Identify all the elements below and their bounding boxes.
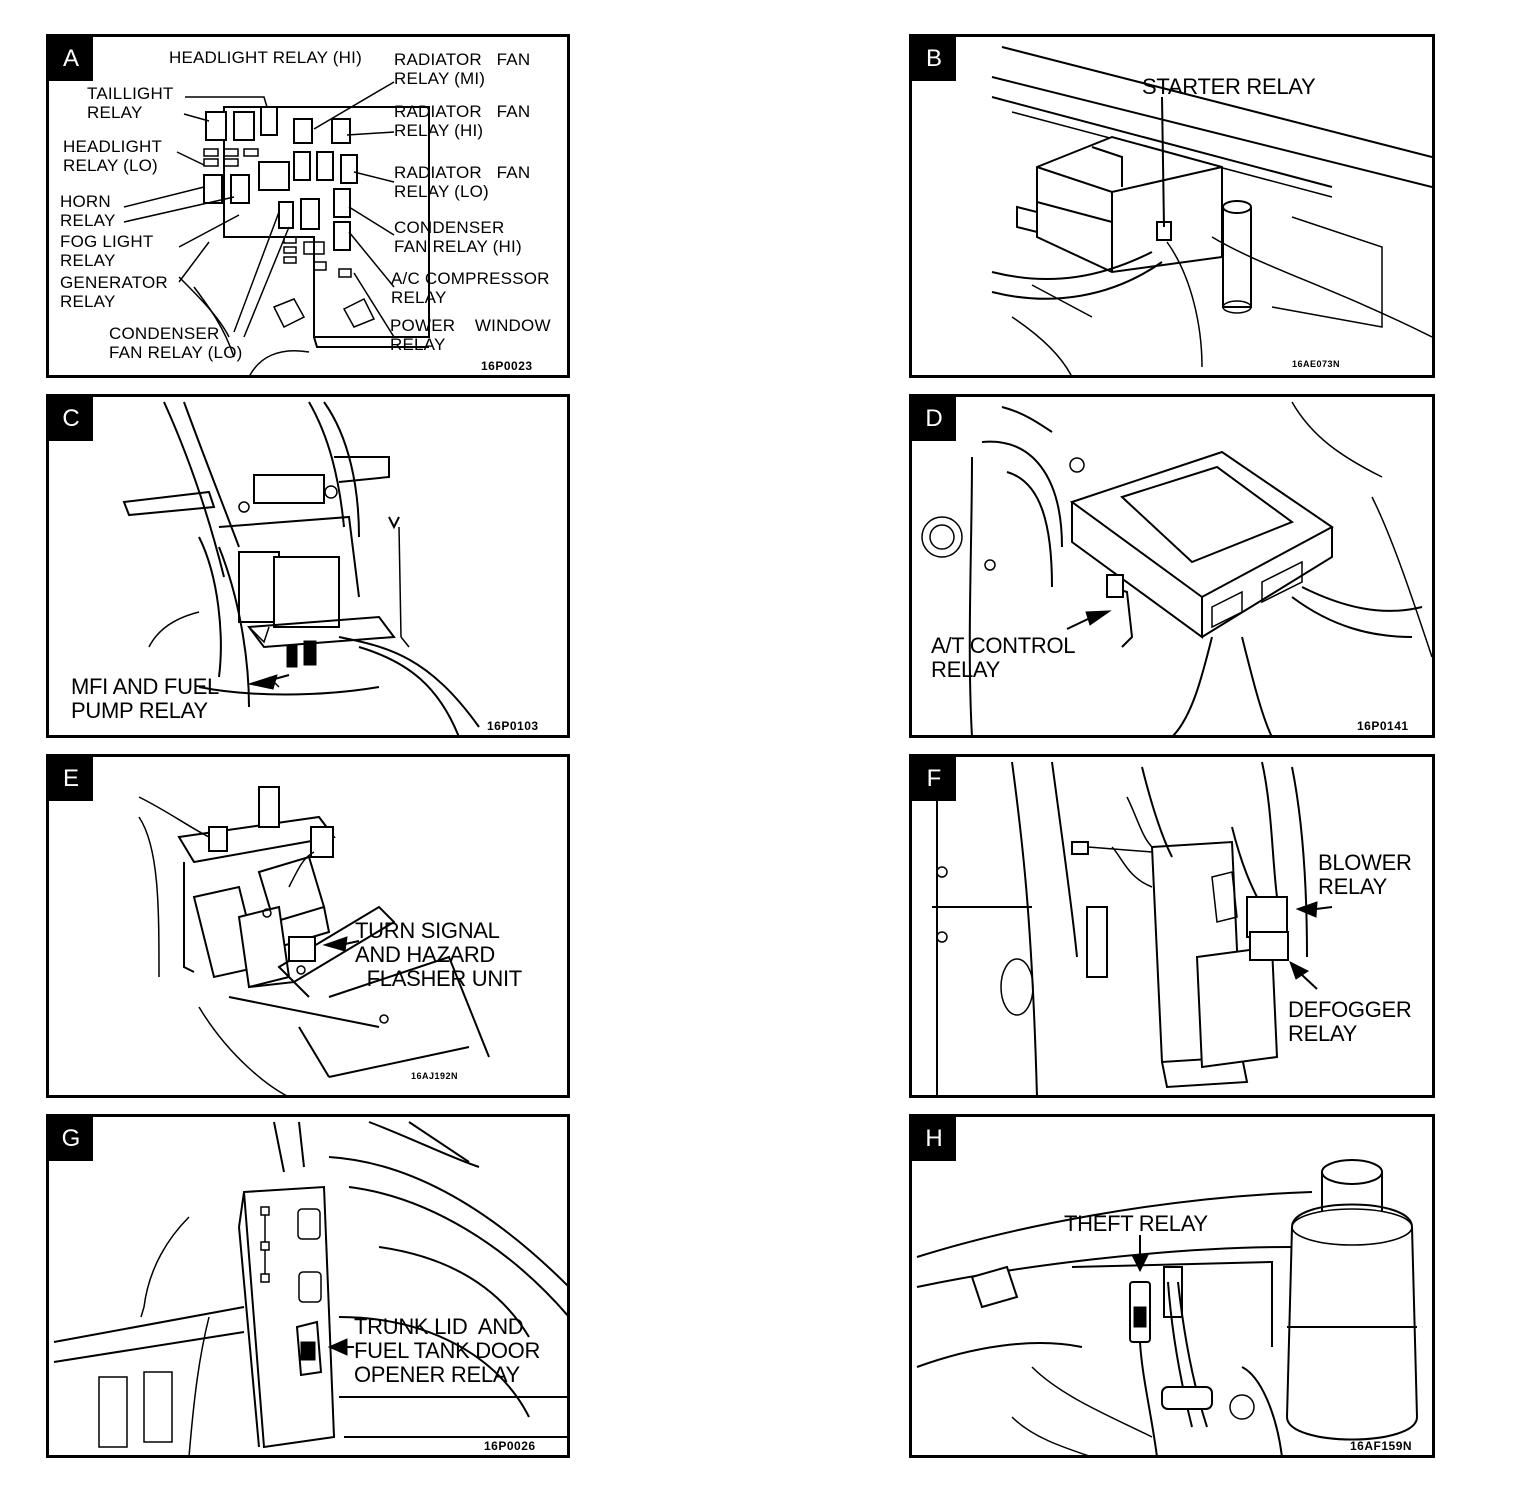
label-horn-relay: HORN RELAY [60, 192, 116, 230]
panel-b-code: 16AE073N [1292, 359, 1341, 369]
panel-c-code: 16P0103 [487, 719, 539, 733]
panel-d-code: 16P0141 [1357, 719, 1409, 733]
blower-defogger-relay-illustration [932, 761, 1333, 1095]
panel-b-label: B [912, 37, 956, 81]
panel-a: A HEADLIGHT RELAY (HI) TAILLIGHT RELAY H… [46, 34, 570, 378]
mfi-relay-illustration [122, 401, 480, 735]
trunk-lid-fuel-door-relay-label: TRUNK LID AND FUEL TANK DOOR OPENER RELA… [354, 1314, 541, 1387]
panel-d: D A/T CONTROL RELAY 16P0141 [909, 394, 1435, 738]
fuse-box-illustration [123, 81, 430, 375]
panel-g: G TRUNK LID AND FUEL TANK DOOR OPENER RE… [46, 1114, 570, 1458]
label-fog-light-relay: FOG LIGHT RELAY [60, 232, 154, 270]
label-ac-compressor-relay: A/C COMPRESSOR RELAY [391, 269, 550, 307]
label-radiator-fan-relay-hi: RADIATOR FAN RELAY (HI) [394, 102, 531, 140]
panel-g-code: 16P0026 [484, 1439, 536, 1453]
panel-g-label: G [49, 1117, 93, 1161]
panel-h: H THEFT RELAY 16AF159N [909, 1114, 1435, 1458]
panel-e-code: 16AJ192N [411, 1071, 459, 1081]
theft-relay-label: THEFT RELAY [1064, 1211, 1208, 1236]
label-headlight-relay-hi: HEADLIGHT RELAY (HI) [169, 48, 362, 67]
theft-relay-illustration [916, 1159, 1419, 1455]
blower-relay-label: BLOWER RELAY [1318, 850, 1412, 899]
at-control-relay-label: A/T CONTROL RELAY [931, 633, 1076, 682]
starter-relay-label: STARTER RELAY [1142, 74, 1316, 99]
panel-a-label: A [49, 37, 93, 81]
panel-h-label: H [912, 1117, 956, 1161]
label-headlight-relay-lo: HEADLIGHT RELAY (LO) [63, 137, 163, 175]
panel-h-code: 16AF159N [1350, 1439, 1413, 1453]
at-control-relay-illustration [921, 401, 1432, 735]
panel-f: F BLOWER RELAY DEFOGGER RELAY [909, 754, 1435, 1098]
panel-e-label: E [49, 757, 93, 801]
label-taillight-relay: TAILLIGHT RELAY [87, 84, 174, 122]
flasher-unit-illustration [138, 786, 490, 1095]
panel-d-label: D [912, 397, 956, 441]
panel-a-code: 16P0023 [481, 359, 533, 373]
label-radiator-fan-relay-lo: RADIATOR FAN RELAY (LO) [394, 163, 531, 201]
mfi-fuel-pump-relay-label: MFI AND FUEL PUMP RELAY [71, 674, 219, 723]
panel-b: B STARTER RELAY 16AE073N [909, 34, 1435, 378]
turn-signal-flasher-label: TURN SIGNAL AND HAZARD FLASHER UNIT [355, 918, 522, 991]
starter-relay-illustration [991, 46, 1432, 375]
label-radiator-fan-relay-mi: RADIATOR FAN RELAY (MI) [394, 50, 531, 88]
label-generator-relay: GENERATOR RELAY [60, 273, 168, 311]
label-power-window-relay: POWER WINDOW RELAY [390, 316, 551, 354]
defogger-relay-label: DEFOGGER RELAY [1288, 997, 1412, 1046]
label-condenser-fan-relay-hi: CONDENSER FAN RELAY (HI) [394, 218, 522, 256]
panel-c: C MFI AND FUEL PUMP RELAY 16P0103 [46, 394, 570, 738]
label-condenser-fan-relay-lo: CONDENSER FAN RELAY (LO) [109, 324, 243, 362]
trunk-lid-relay-illustration [53, 1121, 567, 1455]
panel-f-label: F [912, 757, 956, 801]
panel-c-label: C [49, 397, 93, 441]
panel-e: E TURN SIGNAL AND HAZARD FLASHER UNIT 16… [46, 754, 570, 1098]
